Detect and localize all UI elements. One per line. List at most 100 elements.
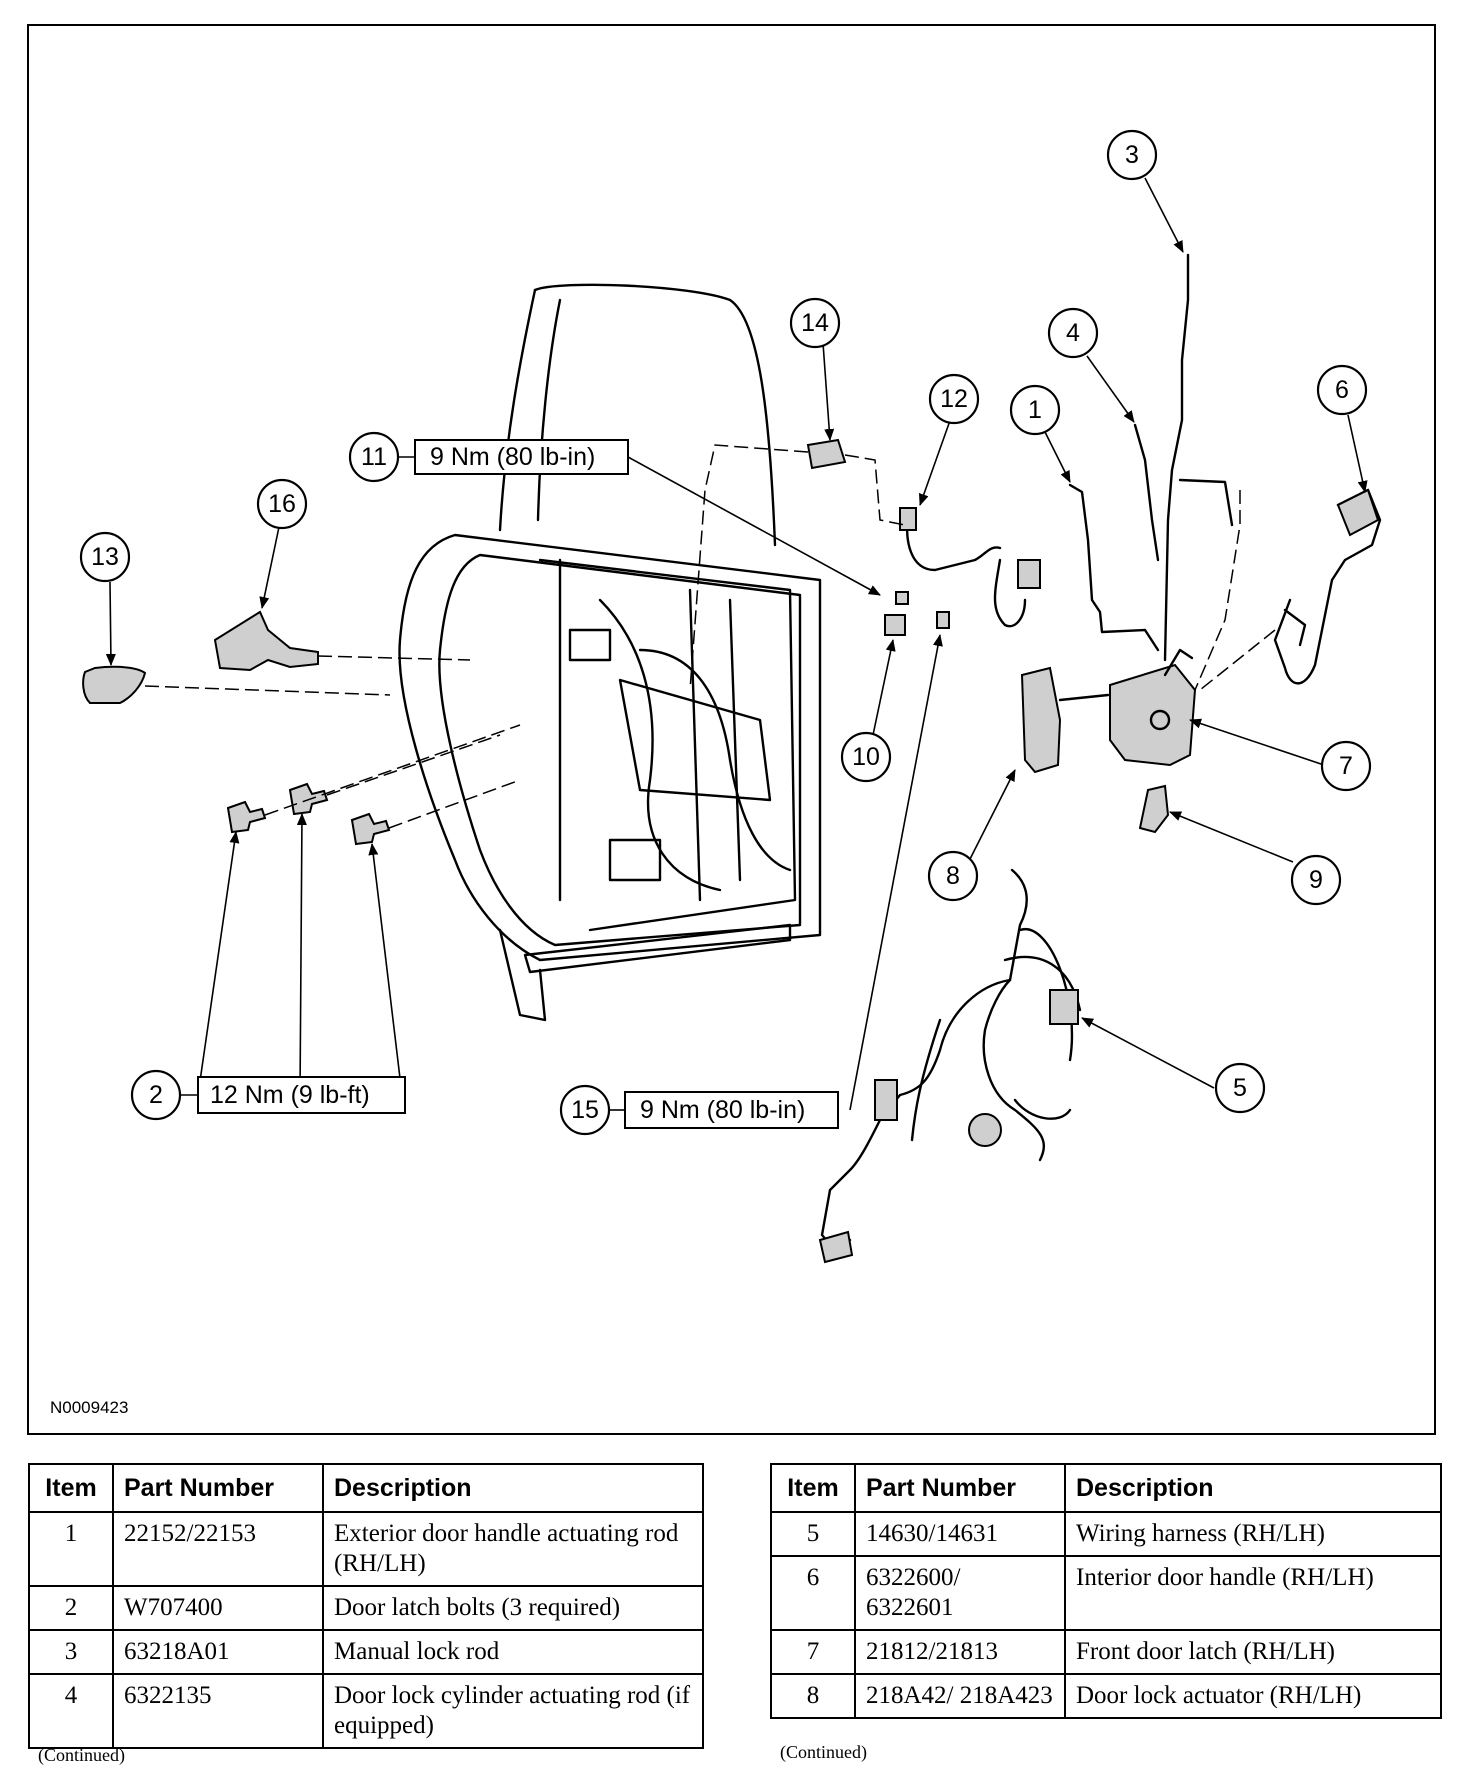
item-cell: 8 (770, 1673, 856, 1719)
svg-text:10: 10 (852, 743, 880, 771)
description-cell: Door lock actuator (RH/LH) (1064, 1673, 1442, 1719)
door-inner-panel (398, 533, 822, 1022)
callout-6: 6 (1316, 364, 1368, 416)
figure-frame (27, 24, 1436, 1435)
continued-note-right: (Continued) (780, 1742, 867, 1762)
callout-8: 8 (927, 850, 979, 902)
svg-text:9 Nm (80 lb-in): 9 Nm (80 lb-in) (430, 443, 595, 471)
table-row: 8 218A42/ 218A423 Door lock actuator (RH… (770, 1673, 1442, 1719)
item-cell: 5 (770, 1511, 856, 1557)
svg-text:15: 15 (571, 1096, 599, 1124)
table-row: 1 22152/22153 Exterior door handle actua… (28, 1511, 704, 1587)
item-cell: 6 (770, 1555, 856, 1631)
item-cell: 4 (28, 1673, 114, 1749)
leader-lines (105, 177, 1368, 1111)
part-number-cell: 6322135 (112, 1673, 324, 1749)
svg-text:9: 9 (1309, 866, 1323, 894)
callout-1: 1 (1009, 384, 1061, 436)
part-2-door-latch-bolts (226, 782, 391, 846)
door-window-frame (498, 283, 777, 547)
table-row: 5 14630/14631 Wiring harness (RH/LH) (770, 1511, 1442, 1557)
part-12-switch-pigtail (899, 507, 1041, 628)
svg-text:9 Nm (80 lb-in): 9 Nm (80 lb-in) (640, 1096, 805, 1124)
svg-text:16: 16 (268, 490, 296, 518)
callout-13: 13 (79, 531, 131, 583)
part-6-interior-handle (1273, 488, 1382, 685)
svg-text:7: 7 (1339, 752, 1353, 780)
description-cell: Exterior door handle actuating rod (RH/L… (322, 1511, 704, 1587)
table-row: 6 6322600/ 6322601 Interior door handle … (770, 1555, 1442, 1631)
part-7-front-door-latch (1109, 648, 1197, 767)
callout-9: 9 (1290, 854, 1342, 906)
parts-table-left: Item Part Number Description 1 22152/221… (28, 1463, 704, 1749)
column-header-description: Description (1064, 1463, 1442, 1513)
column-header-part-number: Part Number (112, 1463, 324, 1513)
callout-14: 14 (789, 297, 841, 349)
description-cell: Front door latch (RH/LH) (1064, 1629, 1442, 1675)
callout-16: 16 (256, 478, 308, 530)
part-number-cell: 218A42/ 218A423 (854, 1673, 1066, 1719)
item-cell: 7 (770, 1629, 856, 1675)
table-row: 7 21812/21813 Front door latch (RH/LH) (770, 1629, 1442, 1675)
item-cell: 2 (28, 1585, 114, 1631)
part-5-wiring-harness (818, 868, 1082, 1264)
callout-15: 15 (559, 1084, 611, 1136)
description-cell: Door latch bolts (3 required) (322, 1585, 704, 1631)
table-row: 2 W707400 Door latch bolts (3 required) (28, 1585, 704, 1631)
part-8-door-lock-actuator (1020, 666, 1110, 774)
callout-11: 11 (348, 431, 400, 483)
figure-id: N0009423 (50, 1398, 129, 1417)
part-1-exterior-handle-rod (1068, 483, 1160, 652)
svg-text:8: 8 (946, 862, 960, 890)
torque-spec-item-11: 9 Nm (80 lb-in) (398, 439, 629, 475)
svg-text:6: 6 (1335, 376, 1349, 404)
column-header-item: Item (770, 1463, 856, 1513)
description-cell: Door lock cylinder actuating rod (if equ… (322, 1673, 704, 1749)
table-header-row: Item Part Number Description (28, 1463, 704, 1513)
svg-text:5: 5 (1233, 1074, 1247, 1102)
table-row: 4 6322135 Door lock cylinder actuating r… (28, 1673, 704, 1749)
part-number-cell: 22152/22153 (112, 1511, 324, 1587)
exploded-door-diagram: 1 2 3 4 5 6 7 8 9 10 11 12 13 14 15 16 9… (79, 129, 1382, 1264)
part-number-cell: W707400 (112, 1585, 324, 1631)
continued-note-left: (Continued) (38, 1745, 125, 1765)
parts-table-right: Item Part Number Description 5 14630/146… (770, 1463, 1442, 1719)
svg-text:11: 11 (361, 443, 387, 471)
svg-text:3: 3 (1125, 141, 1139, 169)
part-4-lock-cylinder-rod (1133, 423, 1160, 562)
part-16-exterior-handle (213, 610, 319, 672)
part-13-exterior-handle-bezel (82, 665, 147, 704)
torque-spec-item-2: 12 Nm (9 lb-ft) (180, 1076, 406, 1114)
svg-text:12: 12 (940, 385, 968, 413)
svg-text:4: 4 (1066, 319, 1080, 347)
column-header-item: Item (28, 1463, 114, 1513)
table-header-row: Item Part Number Description (770, 1463, 1442, 1513)
description-cell: Manual lock rod (322, 1629, 704, 1675)
svg-text:12 Nm (9 lb-ft): 12 Nm (9 lb-ft) (210, 1081, 370, 1109)
part-number-cell: 21812/21813 (854, 1629, 1066, 1675)
part-14-lock-cylinder (806, 438, 847, 470)
svg-text:13: 13 (91, 543, 119, 571)
part-number-cell: 6322600/ 6322601 (854, 1555, 1066, 1631)
table-row: 3 63218A01 Manual lock rod (28, 1629, 704, 1675)
part-3-manual-lock-rod (1163, 253, 1234, 662)
part-number-cell: 14630/14631 (854, 1511, 1066, 1557)
svg-text:2: 2 (149, 1081, 163, 1109)
description-cell: Wiring harness (RH/LH) (1064, 1511, 1442, 1557)
callout-2: 2 (130, 1069, 182, 1121)
callout-3: 3 (1106, 129, 1158, 181)
column-header-part-number: Part Number (854, 1463, 1066, 1513)
callout-12: 12 (928, 373, 980, 425)
callout-10: 10 (840, 731, 892, 783)
svg-text:14: 14 (801, 309, 829, 337)
torque-spec-item-15: 9 Nm (80 lb-in) (609, 1091, 839, 1129)
assembly-lines (144, 444, 1276, 829)
callout-7: 7 (1320, 740, 1372, 792)
item-cell: 1 (28, 1511, 114, 1587)
svg-text:1: 1 (1028, 396, 1042, 424)
callout-4: 4 (1047, 307, 1099, 359)
description-cell: Interior door handle (RH/LH) (1064, 1555, 1442, 1631)
part-9-latch-clip (1138, 784, 1170, 834)
part-10-clips (884, 591, 950, 636)
column-header-description: Description (322, 1463, 704, 1513)
